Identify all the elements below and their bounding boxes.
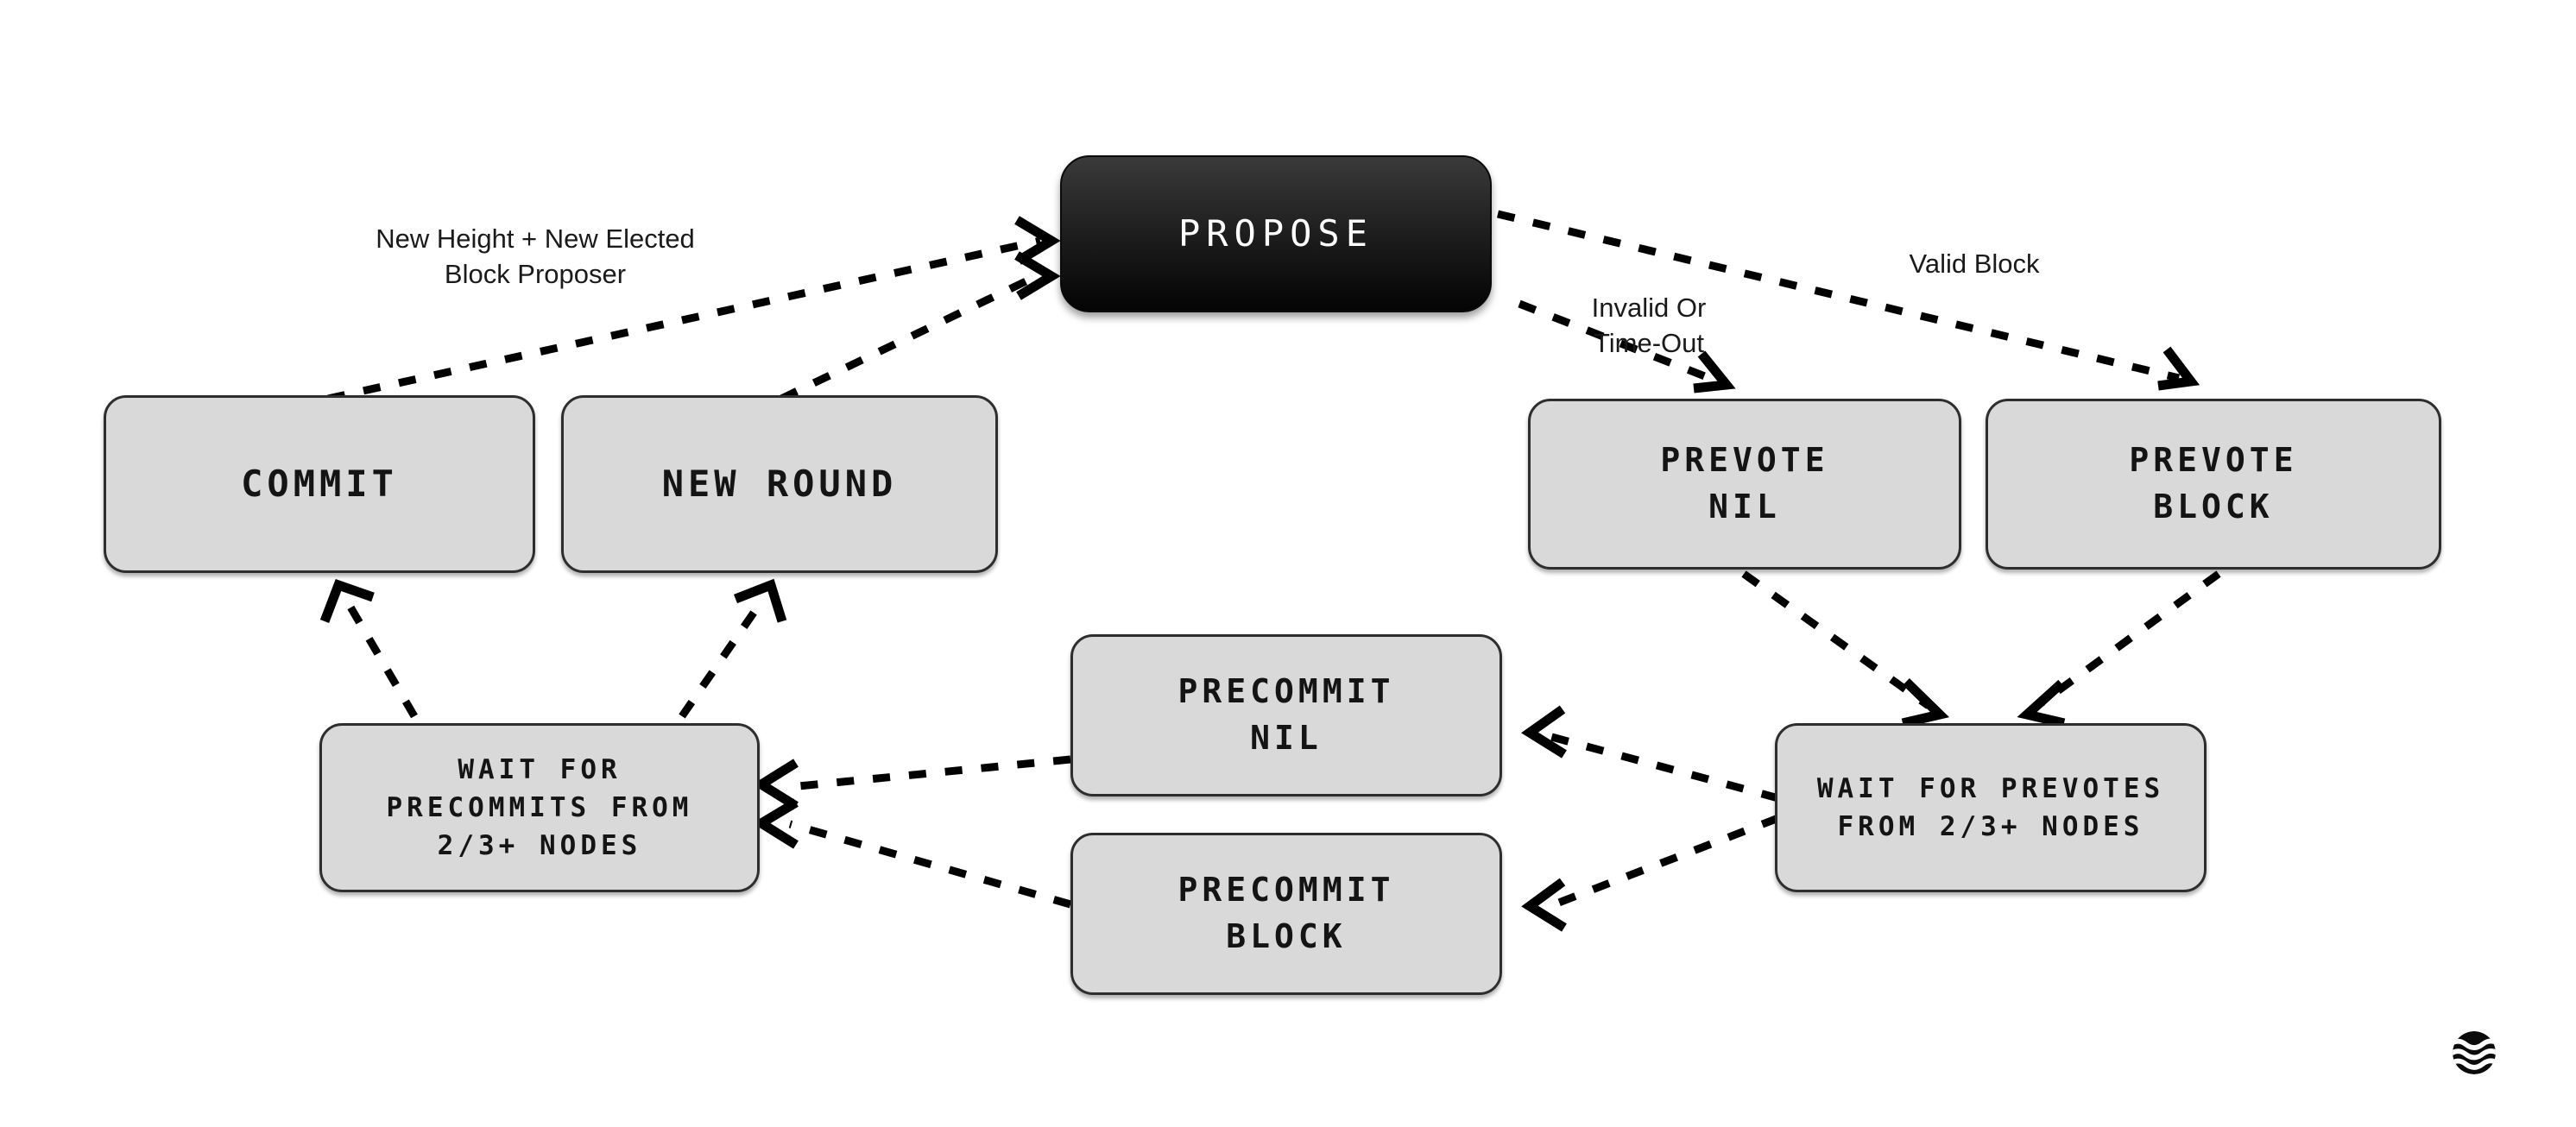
edge-commit-to-propose [327,236,1041,403]
edge-wait-precommits-to-new-round [679,601,763,719]
node-prevote-block[interactable]: PREVOTE BLOCK [1986,399,2441,570]
node-commit[interactable]: COMMIT [104,395,535,573]
node-wait-prevotes[interactable]: WAIT FOR PREVOTES FROM 2/3+ NODES [1775,723,2207,892]
node-prevote-block-label: PREVOTE BLOCK [2129,441,2298,526]
arrowhead-prevote-block [2157,346,2200,391]
node-precommit-nil-label: PRECOMMIT NIL [1178,672,1395,757]
edge-wait-prevotes-to-precommit-nil [1544,731,1780,803]
edge-wait-prevotes-to-precommit-block [1544,814,1780,912]
arrowhead-propose-lower [1014,251,1061,300]
node-precommit-nil[interactable]: PRECOMMIT NIL [1070,634,1502,796]
arrowhead-prevote-nil [1693,350,1736,394]
node-wait-precommits-label: WAIT FOR PRECOMMITS FROM 2/3+ NODES [386,753,693,861]
waves-circle-logo [2453,1031,2496,1074]
node-precommit-block[interactable]: PRECOMMIT BLOCK [1070,833,1502,995]
arrowhead-precommit-block [1521,878,1567,932]
edge-wait-precommits-to-commit [345,601,418,719]
edge-label-valid-block: Valid Block [1909,249,2040,279]
edge-label-new-height: New Height + New Elected Block Proposer [376,224,695,290]
node-prevote-nil[interactable]: PREVOTE NIL [1528,399,1961,570]
arrowhead-wait-prevotes-left [1901,678,1950,728]
edge-new-round-to-propose [780,270,1042,403]
edge-precommit-nil-to-wait-precommits [789,755,1071,791]
edge-prevote-block-to-wait-prevotes [2035,570,2221,709]
node-new-round-label: NEW ROUND [661,463,898,506]
edge-precommit-block-to-wait-precommits [788,820,1072,909]
arrowhead-wait-prevotes-right [2017,679,2066,728]
arrowhead-propose-upper [1014,216,1061,265]
arrowhead-commit [319,579,375,623]
edge-propose-to-prevote-block [1496,210,2181,382]
arrowhead-wait-precommits-upper [752,759,799,810]
arrowhead-wait-precommits-lower [752,798,799,849]
arrowhead-precommit-nil [1521,705,1567,759]
node-wait-prevotes-label: WAIT FOR PREVOTES FROM 2/3+ NODES [1816,772,2165,842]
node-propose-label: PROPOSE [1178,212,1373,255]
node-wait-precommits[interactable]: WAIT FOR PRECOMMITS FROM 2/3+ NODES [319,723,760,892]
node-precommit-block-label: PRECOMMIT BLOCK [1178,871,1395,955]
arrowhead-new-round [734,578,787,623]
node-commit-label: COMMIT [241,463,398,506]
edge-prevote-nil-to-wait-prevotes [1741,570,1931,709]
node-propose[interactable]: PROPOSE [1060,155,1492,312]
edge-label-invalid-or-timeout: Invalid Or Time-Out [1591,293,1707,359]
node-prevote-nil-label: PREVOTE NIL [1660,441,1829,526]
node-new-round[interactable]: NEW ROUND [561,395,998,573]
